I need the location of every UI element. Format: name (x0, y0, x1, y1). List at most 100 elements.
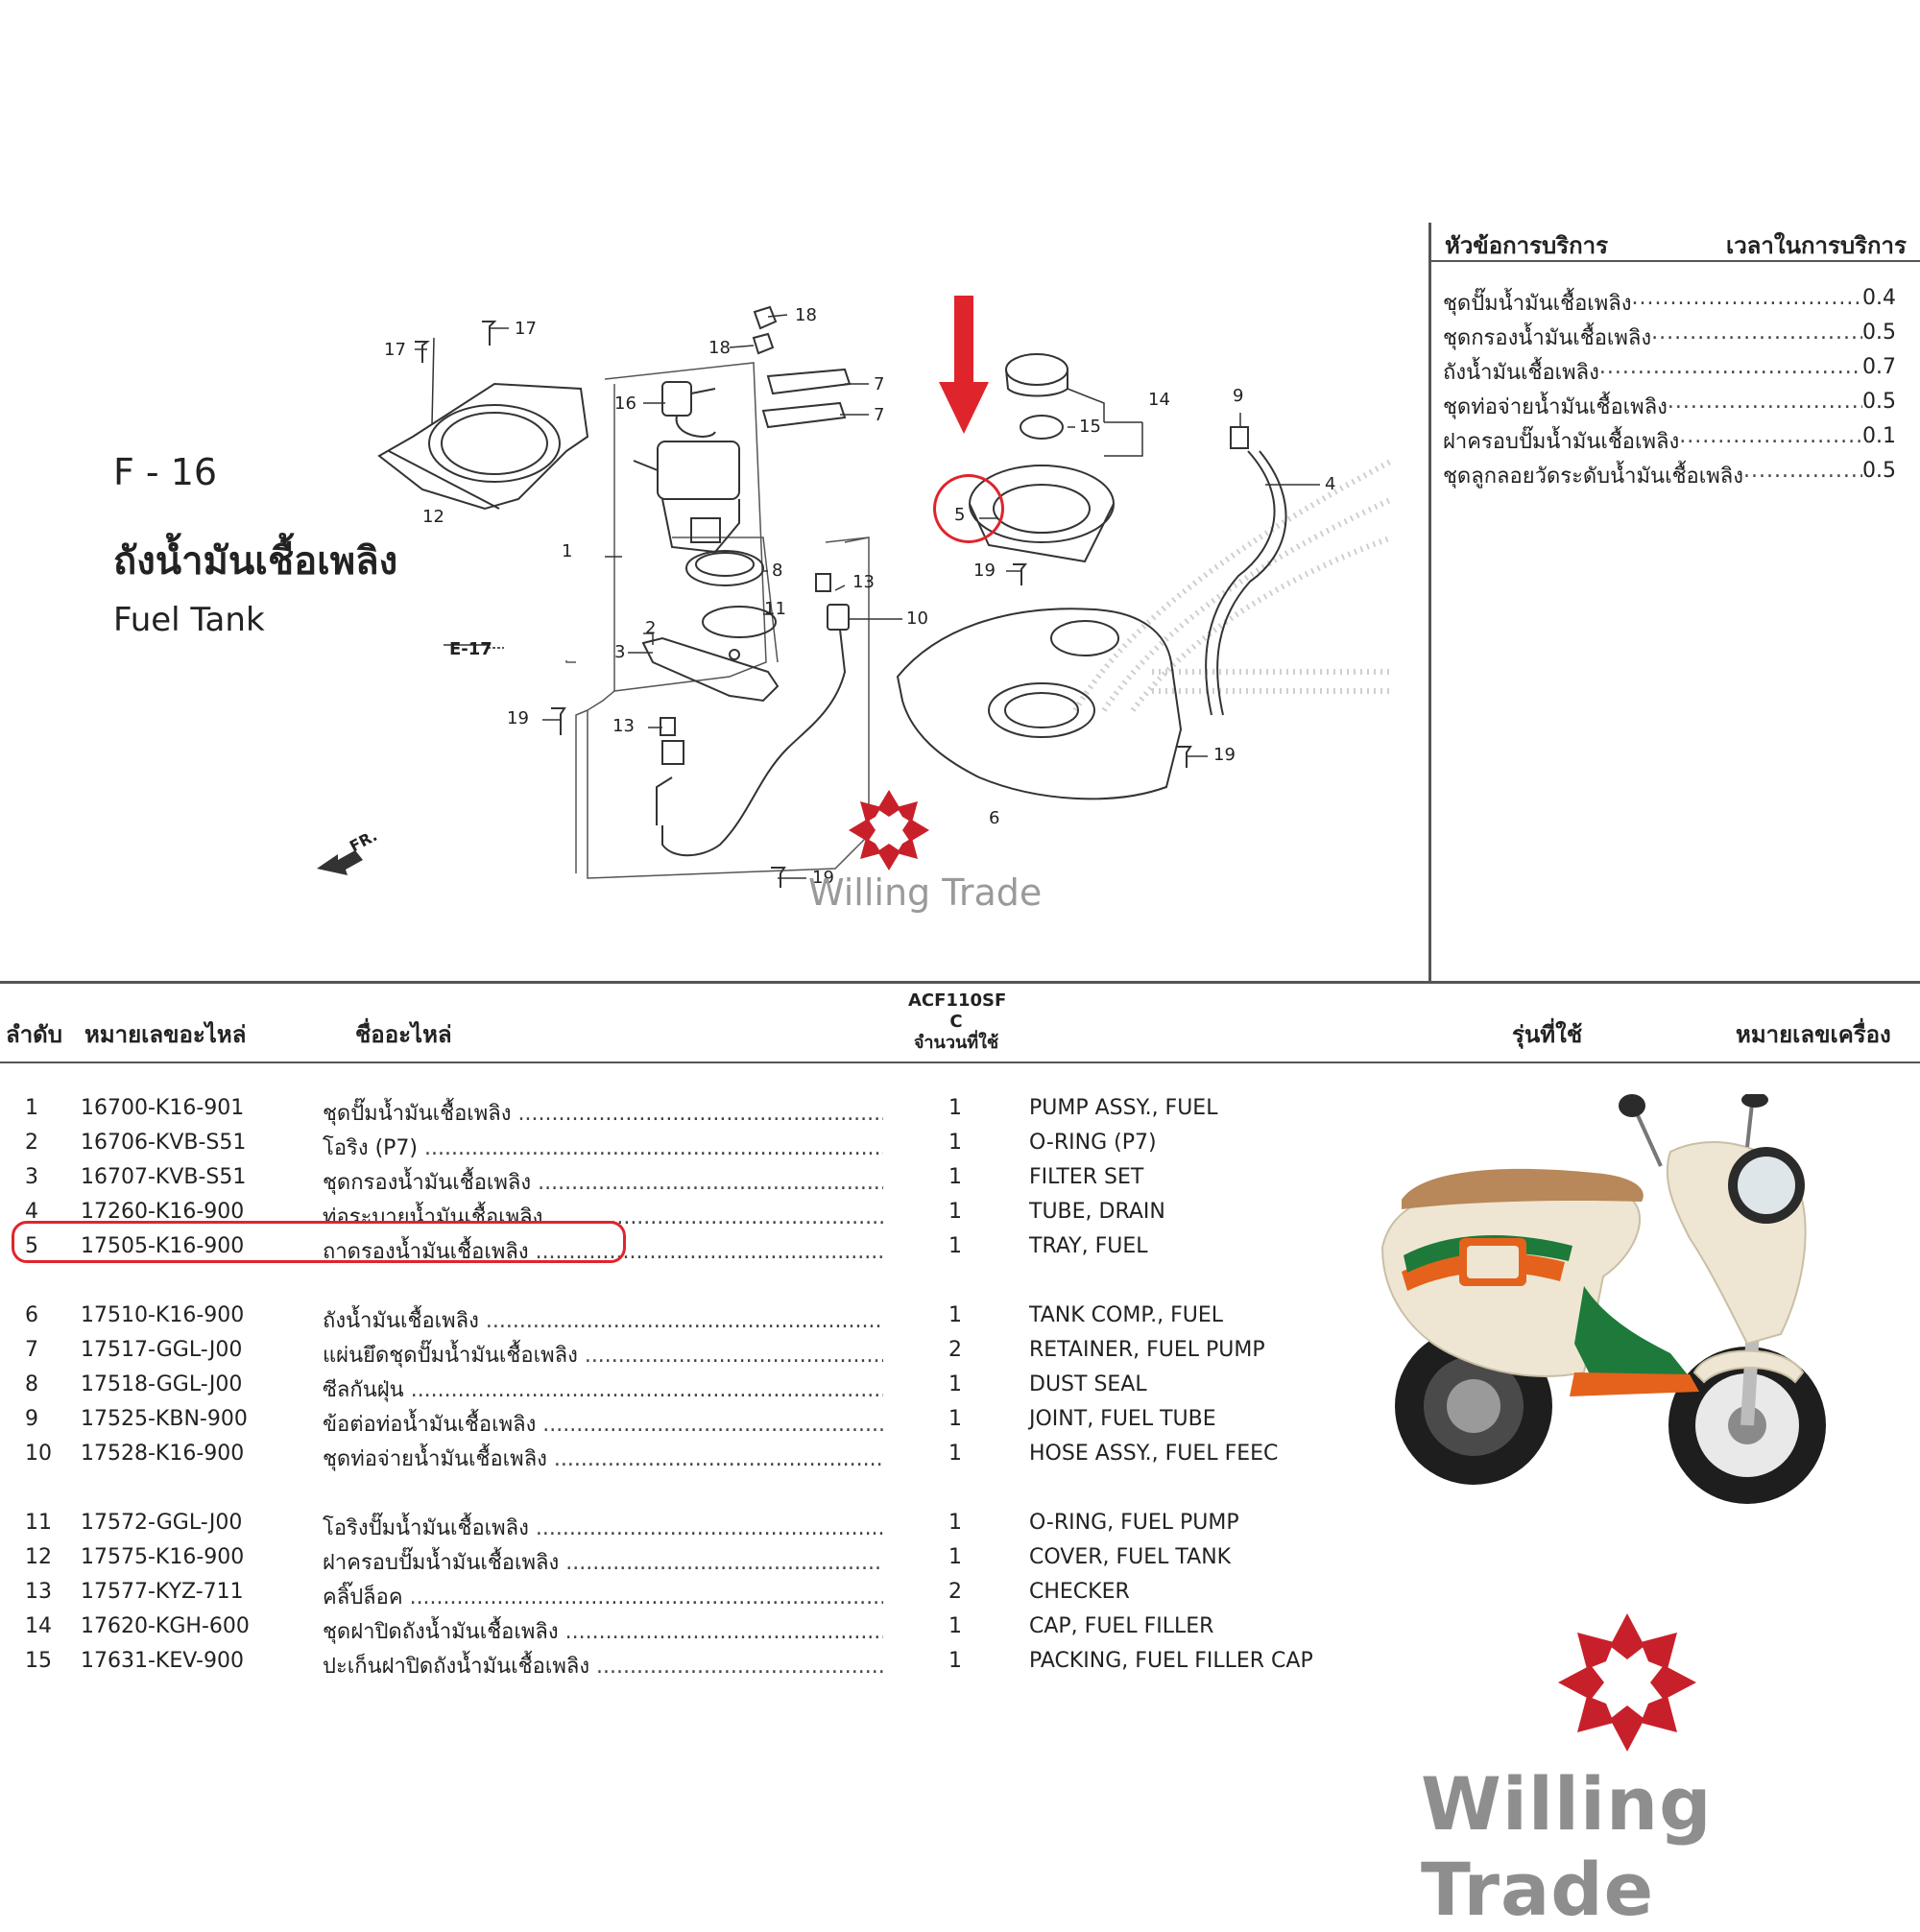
cell-name-en: TANK COMP., FUEL (1029, 1303, 1224, 1327)
cell-part-no: 17510-K16-900 (81, 1303, 245, 1327)
brand-wordmark: Willing Trade (1421, 1761, 1713, 1932)
cell-qty: 1 (948, 1545, 962, 1569)
small-logo-icon (849, 790, 929, 871)
cell-name-th-text: ซีลกันฝุ่น (323, 1378, 404, 1402)
service-header-time: เวลาในการบริการ (1726, 232, 1907, 259)
floor-mat (1570, 1372, 1699, 1396)
cell-name-en: TRAY, FUEL (1029, 1234, 1148, 1258)
cell-name-th-text: ข้อต่อท่อน้ำมันเชื้อเพลิง (323, 1413, 537, 1437)
cell-name-en: JOINT, FUEL TUBE (1029, 1407, 1216, 1431)
cell-qty: 1 (948, 1442, 962, 1466)
dot-leader: ........................................… (596, 1655, 883, 1679)
part-3-filter-set (641, 636, 780, 703)
cell-no: 3 (25, 1165, 38, 1189)
callout-17b: 17 (515, 319, 537, 339)
highlight-row-part-5 (12, 1221, 626, 1263)
cell-name-th: ฝาครอบปั๊มน้ำมันเชื้อเพลิง .............… (323, 1545, 883, 1579)
cell-no: 11 (25, 1511, 52, 1535)
cell-part-no: 16706-KVB-S51 (81, 1131, 247, 1155)
cell-qty: 2 (948, 1338, 962, 1362)
service-item: ชุดปั๊มน้ำมันเชื้อเพลิง.................… (1443, 286, 1896, 316)
part-19-bolts (551, 563, 1192, 888)
cell-no: 7 (25, 1338, 38, 1362)
cell-no: 2 (25, 1131, 38, 1155)
callout-numbers: 17 17 18 18 7 7 16 1 8 11 2 3 13 10 14 1… (384, 305, 1335, 888)
callout-19c: 19 (507, 708, 529, 728)
cell-name-th: ถังน้ำมันเชื้อเพลิง ....................… (323, 1303, 883, 1337)
cell-name-th: ชุดปั๊มน้ำมันเชื้อเพลิง ................… (323, 1096, 883, 1130)
figure-title-thai: ถังน้ำมันเชื้อเพลิง (113, 539, 398, 584)
scooter-photo (1380, 1094, 1826, 1504)
cell-name-en: HOSE ASSY., FUEL FEEC (1029, 1442, 1279, 1466)
cell-part-no: 17631-KEV-900 (81, 1649, 244, 1673)
cell-name-en: O-RING (P7) (1029, 1131, 1157, 1155)
part-17-bolts (415, 321, 497, 363)
service-header-rule (1430, 260, 1920, 262)
cell-name-th: ข้อต่อท่อน้ำมันเชื้อเพลิง ..............… (323, 1407, 883, 1441)
table-header-rule (0, 1061, 1920, 1063)
part-10-hose-assy (656, 604, 850, 857)
cell-part-no: 17505-K16-900 (81, 1234, 245, 1258)
cell-name-th-text: ชุดฝาปิดถังน้ำมันเชื้อเพลิง (323, 1620, 559, 1644)
cell-name-th-text: ท่อระบายน้ำมันเชื้อเพลิง (323, 1205, 543, 1229)
table-row: 7 17517-GGL-J00 แผ่นยึดชุดปั๊มน้ำมันเชื้อเ… (0, 1338, 1363, 1368)
part-6-fuel-tank (896, 608, 1183, 800)
col-header-no: ลำดับ (6, 1021, 63, 1048)
callout-16: 16 (614, 394, 636, 414)
callout-18b: 18 (795, 305, 817, 325)
dot-leader: ........................................… (564, 1620, 883, 1644)
cell-part-no: 17572-GGL-J00 (81, 1511, 243, 1535)
callout-18a: 18 (708, 338, 731, 358)
fr-arrow: FR. (317, 826, 380, 875)
part-9-joint (1230, 426, 1249, 449)
cell-no: 14 (25, 1614, 52, 1638)
sf-emblem (1459, 1238, 1526, 1286)
cell-no: 9 (25, 1407, 38, 1431)
service-item: ถังน้ำมันเชื้อเพลิง.....................… (1443, 355, 1896, 385)
cell-no: 6 (25, 1303, 38, 1327)
cell-qty: 1 (948, 1131, 962, 1155)
cell-no: 13 (25, 1580, 52, 1604)
cell-name-th-text: โอริง (P7) (323, 1136, 419, 1160)
callout-17a: 17 (384, 340, 406, 360)
dot-leader: ........................................… (584, 1344, 883, 1368)
cell-part-no: 17517-GGL-J00 (81, 1338, 243, 1362)
cell-name-th: ท่อระบายน้ำมันเชื้อเพลิง ...............… (323, 1200, 883, 1233)
cell-part-no: 16700-K16-901 (81, 1096, 245, 1120)
cell-no: 5 (25, 1234, 38, 1258)
fr-label: FR. (347, 826, 380, 856)
cell-name-en: CAP, FUEL FILLER (1029, 1614, 1214, 1638)
cell-name-th-text: ปะเก็นฝาปิดถังน้ำมันเชื้อเพลิง (323, 1655, 590, 1679)
cell-part-no: 16707-KVB-S51 (81, 1165, 247, 1189)
part-8-dust-seal (685, 550, 764, 586)
dot-leader: ........................................… (485, 1309, 883, 1333)
callout-2: 2 (645, 618, 656, 638)
watermark-small: Willing Trade (808, 871, 1043, 914)
cell-no: 10 (25, 1442, 52, 1466)
green-stripe (1404, 1235, 1572, 1273)
cell-qty: 1 (948, 1234, 962, 1258)
callout-13b: 13 (612, 716, 635, 736)
col-header-engine-no: หมายเลขเครื่อง (1736, 1021, 1891, 1048)
callout-10: 10 (906, 608, 928, 629)
figure-title-english: Fuel Tank (113, 601, 265, 639)
callout-8: 8 (772, 561, 782, 581)
cell-qty: 2 (948, 1580, 962, 1604)
cell-name-en: O-RING, FUEL PUMP (1029, 1511, 1239, 1535)
dot-leader: ........................................… (565, 1551, 883, 1575)
headlight (1728, 1147, 1805, 1224)
col-header-name: ชื่ออะไหล่ (355, 1021, 452, 1048)
willing-trade-logo-icon (1558, 1613, 1696, 1752)
honda-wing-watermark (1072, 458, 1394, 712)
cell-name-th: แผ่นยึดชุดปั๊มน้ำมันเชื้อเพลิง .........… (323, 1338, 883, 1371)
part-11-o-ring (702, 606, 777, 638)
part-1-pump-assy (633, 441, 740, 554)
cell-no: 1 (25, 1096, 38, 1120)
